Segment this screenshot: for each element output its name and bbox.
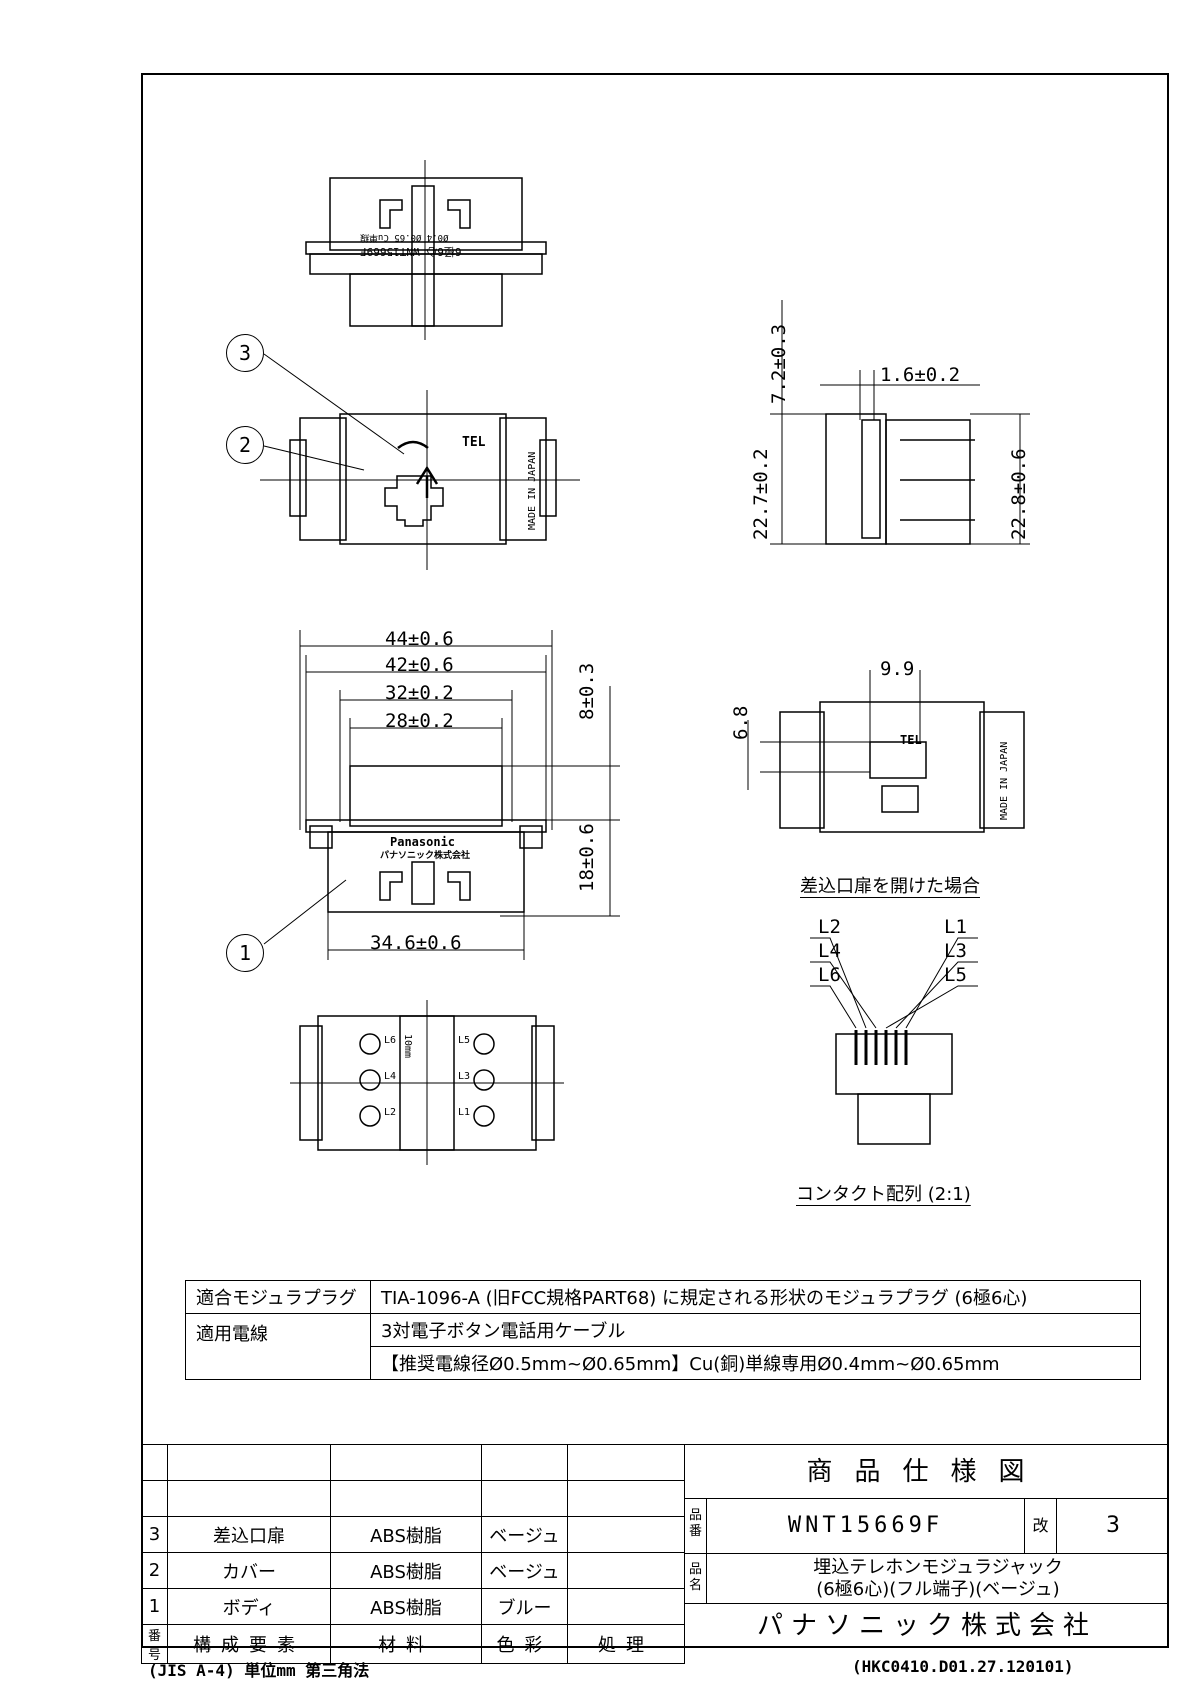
product-name: 埋込テレホンモジュラジャック (6極6心)(フル端子)(ベージュ)	[707, 1554, 1169, 1604]
rev-no: 3	[1057, 1498, 1169, 1554]
parts-header: 番号 構成要素 材料 色彩 処理	[141, 1624, 685, 1664]
bottom-view	[290, 1000, 564, 1165]
spec-table: 適合モジュラプラグ TIA-1096-A (旧FCC規格PART68) に規定さ…	[185, 1280, 1141, 1380]
footer-right: (HKC0410.D01.27.120101)	[852, 1657, 1074, 1676]
contact-view	[810, 937, 978, 1145]
dim-42: 42±0.6	[385, 654, 454, 676]
brand-jp-mark: パナソニック株式会社	[380, 851, 471, 861]
contact-l5: L5	[944, 964, 967, 986]
footer-left: (JIS A-4) 単位mm 第三角法	[148, 1661, 370, 1680]
part-no-label: 品番	[685, 1498, 707, 1554]
strip-gauge: 10mm	[402, 1034, 413, 1059]
dim-44: 44±0.6	[385, 628, 454, 650]
rev-label: 改	[1025, 1498, 1057, 1554]
dim-22-7: 22.7±0.2	[750, 448, 772, 540]
company-name: パナソニック株式会社	[756, 1611, 1097, 1641]
dim-8: 8±0.3	[576, 662, 598, 720]
term-l3: L3	[458, 1071, 471, 1082]
open-door-view	[747, 670, 1025, 833]
dim-28: 28±0.2	[385, 710, 454, 732]
wire-label: 適用電線	[185, 1313, 371, 1380]
main-view	[299, 630, 620, 960]
wire-value-2: 【推奨電線径Ø0.5mm~Ø0.65mm】Cu(銅)単線専用Ø0.4mm~Ø0.…	[370, 1346, 1141, 1380]
term-l1: L1	[458, 1107, 471, 1118]
term-l4: L4	[384, 1071, 397, 1082]
dim-18: 18±0.6	[576, 823, 598, 892]
wire-value-1: 3対電子ボタン電話用ケーブル	[370, 1313, 1141, 1347]
contact-l2: L2	[818, 916, 841, 938]
top-view	[305, 160, 547, 340]
dim-22-8: 22.8±0.6	[1008, 448, 1030, 540]
callout-1: 1	[226, 934, 264, 972]
product-name-line2: (6極6心)(フル端子)(ベージュ)	[816, 1579, 1060, 1600]
term-l2: L2	[384, 1107, 397, 1118]
table-row: 2 カバー ABS樹脂 ベージュ	[141, 1552, 685, 1589]
made-in-japan-open: MADE IN JAPAN	[999, 741, 1010, 820]
made-in-japan: MADE IN JAPAN	[527, 451, 538, 530]
dim-9-9: 9.9	[880, 658, 915, 680]
dim-34-6: 34.6±0.6	[370, 932, 462, 954]
doc-title: 商品仕様図	[685, 1444, 1169, 1499]
plug-label: 適合モジュラプラグ	[185, 1280, 371, 1314]
plug-value: TIA-1096-A (旧FCC規格PART68) に規定される形状のモジュラプ…	[370, 1280, 1141, 1314]
table-row: 1 ボディ ABS樹脂 ブルー	[141, 1588, 685, 1625]
contact-l6: L6	[818, 964, 841, 986]
caption-open-door: 差込口扉を開けた場合	[800, 876, 980, 897]
front-view	[260, 390, 580, 570]
title-block: 商品仕様図 品番 WNT15669F 改 3 品名 埋込テレホンモジュラジャック…	[685, 1444, 1169, 1648]
top-marking-1: 6極6心 WNT15669F	[360, 245, 462, 258]
callout-3: 3	[226, 334, 264, 372]
term-l5: L5	[458, 1035, 471, 1046]
part-no: WNT15669F	[707, 1498, 1025, 1554]
dim-7-2: 7.2±0.3	[768, 323, 790, 404]
brand-mark: Panasonic	[390, 835, 456, 849]
dim-6-8: 6.8	[730, 705, 752, 740]
product-name-line1: 埋込テレホンモジュラジャック	[813, 1557, 1063, 1578]
caption-contact: コンタクト配列 (2:1)	[796, 1184, 971, 1205]
top-marking-2: Ø0.4 Ø0.65 Cu単線	[360, 232, 449, 242]
term-l6: L6	[384, 1035, 397, 1046]
dim-1-6: 1.6±0.2	[880, 364, 961, 386]
tel-mark: TEL	[462, 435, 486, 450]
callout-2: 2	[226, 426, 264, 464]
contact-l4: L4	[818, 940, 841, 962]
contact-l1: L1	[944, 916, 967, 938]
name-label: 品名	[685, 1554, 707, 1604]
dim-32: 32±0.2	[385, 682, 454, 704]
tel-mark-open: TEL	[900, 733, 922, 747]
table-row: 3 差込口扉 ABS樹脂 ベージュ	[141, 1516, 685, 1553]
side-view	[770, 300, 1030, 545]
parts-table: 3 差込口扉 ABS樹脂 ベージュ 2 カバー ABS樹脂 ベージュ 1 ボディ…	[141, 1444, 685, 1664]
contact-l3: L3	[944, 940, 967, 962]
